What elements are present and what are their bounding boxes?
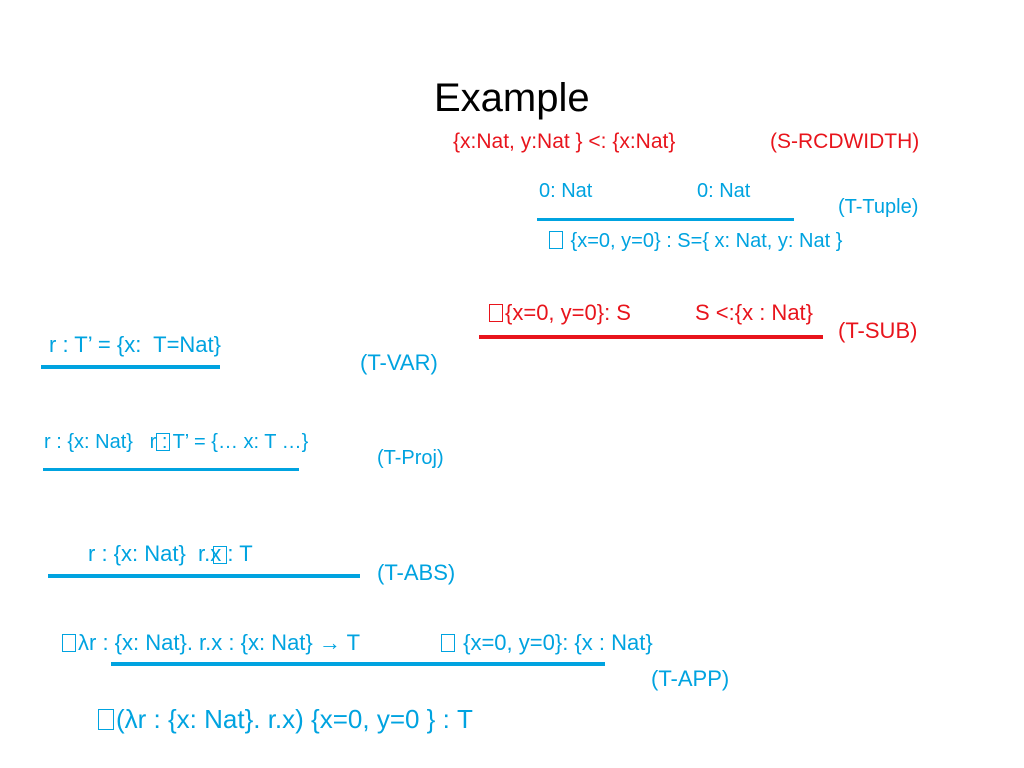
t-abs-inference-line <box>48 574 360 578</box>
t-abs-premise-text: r : {x: Nat} r.x : T <box>88 541 253 566</box>
t-tuple-premise-1: 0: Nat <box>539 180 593 202</box>
turnstile-glyph-icon <box>549 231 563 249</box>
t-tuple-inference-line <box>537 218 794 221</box>
t-sub-premise-1-text: {x=0, y=0}: S <box>505 300 631 325</box>
s-rcdwidth-judgement: {x:Nat, y:Nat } <: {x:Nat} <box>453 130 676 153</box>
t-proj-rule-label: (T-Proj) <box>377 447 444 469</box>
t-app-premise-1: λr : {x: Nat}. r.x : {x: Nat} → T <box>62 632 360 654</box>
t-sub-premise-1: {x=0, y=0}: S <box>489 302 631 324</box>
t-sub-rule-label: (T-SUB) <box>838 318 918 343</box>
turnstile-glyph-icon <box>156 433 170 451</box>
t-sub-premise-2: S <:{x : Nat} <box>695 300 814 325</box>
turnstile-glyph-icon <box>62 634 76 652</box>
slide-title: Example <box>434 76 590 120</box>
turnstile-glyph-icon <box>98 709 114 730</box>
t-proj-premise-text: r : {x: Nat} r : T’ = {… x: T …} <box>44 431 309 453</box>
turnstile-glyph-icon <box>489 304 503 322</box>
t-var-premise: r : T’ = {x: T=Nat} <box>49 332 222 357</box>
t-app-premise-1-text: λr : {x: Nat}. r.x : {x: Nat} → T <box>78 630 361 655</box>
t-tuple-conclusion-text: {x=0, y=0} : S={ x: Nat, y: Nat } <box>565 230 843 252</box>
t-abs-premise: r : {x: Nat} r.x : T <box>88 543 253 565</box>
t-tuple-conclusion: {x=0, y=0} : S={ x: Nat, y: Nat } <box>549 231 842 251</box>
t-proj-inference-line <box>43 468 299 471</box>
turnstile-glyph-icon <box>441 634 455 652</box>
t-abs-rule-label: (T-ABS) <box>377 560 456 585</box>
t-var-inference-line <box>41 365 220 369</box>
t-proj-premise: r : {x: Nat} r : T’ = {… x: T …} <box>44 432 308 452</box>
t-app-premise-2-text: {x=0, y=0}: {x : Nat} <box>457 630 653 655</box>
t-var-rule-label: (T-VAR) <box>360 350 438 375</box>
s-rcdwidth-rule-label: (S-RCDWIDTH) <box>770 130 920 153</box>
t-sub-inference-line <box>479 335 823 339</box>
t-app-premise-2: {x=0, y=0}: {x : Nat} <box>441 632 653 654</box>
turnstile-glyph-icon <box>213 546 227 564</box>
final-conclusion: (λr : {x: Nat}. r.x) {x=0, y=0 } : T <box>98 706 473 732</box>
t-app-inference-line <box>111 662 605 666</box>
t-tuple-premise-2: 0: Nat <box>697 180 751 202</box>
t-tuple-rule-label: (T-Tuple) <box>838 196 919 218</box>
t-app-rule-label: (T-APP) <box>651 666 730 691</box>
final-conclusion-text: (λr : {x: Nat}. r.x) {x=0, y=0 } : T <box>116 704 473 734</box>
